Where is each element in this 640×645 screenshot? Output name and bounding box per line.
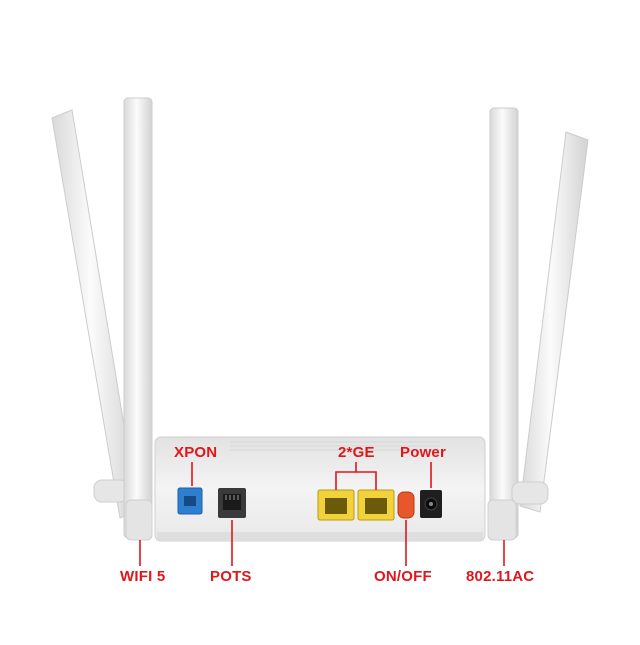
power-jack: [420, 490, 442, 518]
power-label: Power: [400, 444, 447, 461]
antenna-left: [123, 97, 153, 541]
pots-label: POTS: [210, 568, 252, 585]
lan-port-2: [357, 489, 395, 521]
wifi-label: WIFI 5: [120, 568, 166, 585]
power-button: [397, 491, 415, 519]
antenna-far-right: [511, 131, 589, 513]
antenna-far-left: [51, 109, 139, 519]
annotation-lines: [139, 462, 505, 566]
antenna-right: [487, 107, 519, 541]
xpon-port: [177, 487, 203, 515]
onoff-label: ON/OFF: [374, 568, 432, 585]
ge-ports-label: 2*GE: [338, 444, 375, 461]
lan-port-1: [317, 489, 355, 521]
pots-port: [218, 488, 246, 518]
xpon-label: XPON: [174, 444, 218, 461]
standard-label: 802.11AC: [466, 568, 535, 585]
